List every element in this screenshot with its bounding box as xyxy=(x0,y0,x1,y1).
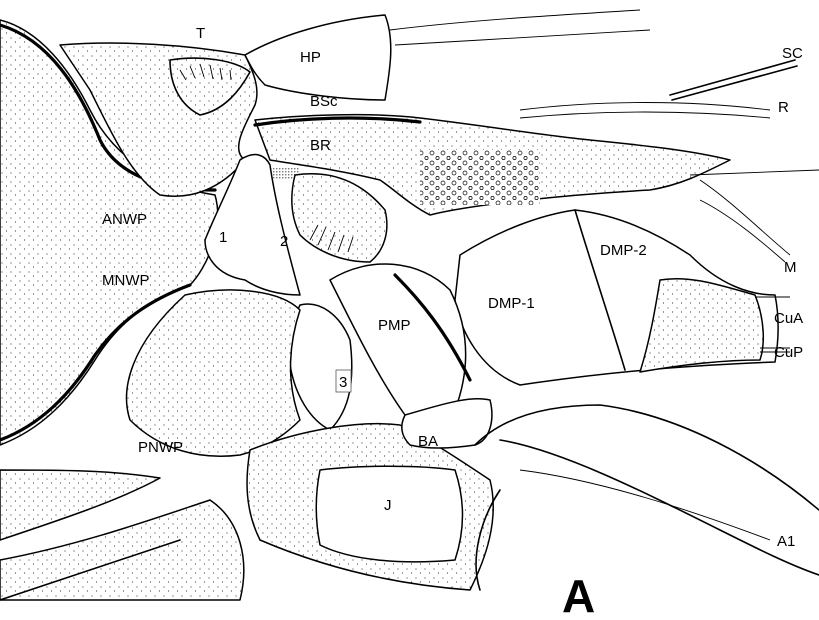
label-PMP: PMP xyxy=(378,317,411,334)
label-R: R xyxy=(778,99,789,116)
label-3: 3 xyxy=(339,374,347,391)
label-MNWP: MNWP xyxy=(102,272,150,289)
label-A1: A1 xyxy=(777,533,795,550)
label-M: M xyxy=(784,259,797,276)
label-BA: BA xyxy=(418,433,438,450)
label-HP: HP xyxy=(300,49,321,66)
label-PNWP: PNWP xyxy=(138,439,183,456)
panel-letter: A xyxy=(562,570,595,615)
label-1: 1 xyxy=(219,229,227,246)
axillary-2 xyxy=(292,174,387,262)
label-DMP-2: DMP-2 xyxy=(600,242,647,259)
label-ANWP: ANWP xyxy=(102,211,147,228)
label-CuP: CuP xyxy=(774,344,803,361)
label-SC: SC xyxy=(782,45,803,62)
label-CuA: CuA xyxy=(774,310,803,327)
label-J: J xyxy=(384,497,392,514)
anal-veins xyxy=(475,405,819,590)
costal-veins xyxy=(520,60,797,118)
label-DMP-1: DMP-1 xyxy=(488,295,535,312)
label-T: T xyxy=(196,25,205,42)
label-2: 2 xyxy=(280,233,288,250)
label-BSc: BSc xyxy=(310,93,338,110)
label-BR: BR xyxy=(310,137,331,154)
